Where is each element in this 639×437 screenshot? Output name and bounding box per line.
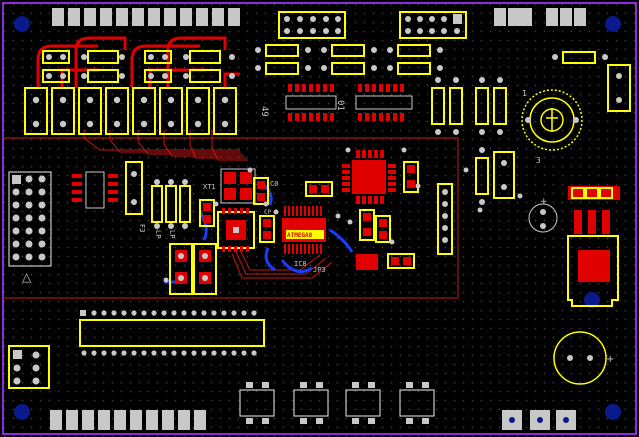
pin-header-grid[interactable] — [8, 171, 52, 267]
toroid-inductor[interactable] — [521, 89, 583, 151]
vertical-resistors-right[interactable] — [431, 64, 631, 199]
label-ic8: IC8 — [294, 260, 307, 268]
label-rot-49: 49 — [259, 106, 269, 117]
top-edge-connector[interactable] — [52, 8, 240, 26]
voltage-regulator[interactable] — [567, 186, 620, 307]
polarity-plus-1: + — [540, 197, 548, 207]
cap-group-lp-pads — [154, 179, 188, 229]
mount-hole-right[interactable] — [584, 292, 600, 308]
connector-row-left-pads — [32, 96, 229, 128]
tssop-chip-ic8[interactable] — [282, 206, 326, 254]
toroid-label-a: 1 — [522, 89, 527, 98]
ic-label-atmega: ATMEGA8 — [287, 232, 313, 239]
polarity-plus-2: + — [606, 354, 614, 365]
mount-hole-tl[interactable] — [14, 16, 30, 32]
mount-holes[interactable] — [14, 16, 621, 420]
label-rot-01: 01 — [335, 100, 345, 111]
connector-bottom-left[interactable] — [8, 345, 50, 389]
soic-chip-2[interactable] — [355, 84, 413, 121]
smd-cap-c0[interactable] — [253, 177, 269, 205]
electrolytic-cap-large[interactable] — [553, 331, 607, 385]
label-f3: F3 — [138, 224, 146, 232]
resistor-array-top[interactable] — [265, 44, 596, 75]
resistor-array-top-pads — [255, 47, 608, 71]
top-right-connector[interactable] — [494, 8, 586, 26]
connector-row-left[interactable] — [24, 87, 237, 135]
smd-cap-cp[interactable] — [259, 215, 275, 243]
electrolytic-cap-small[interactable] — [528, 203, 558, 233]
crystal-xt1[interactable] — [220, 168, 256, 204]
vias — [163, 147, 523, 283]
toroid-label-b: 3 — [536, 156, 541, 165]
vertical-resistors-right-pads — [435, 73, 622, 205]
label-lp-2: LP — [168, 230, 176, 238]
label-cp: CP — [264, 209, 272, 216]
terminal-block[interactable] — [502, 410, 576, 430]
header-connector-a[interactable] — [278, 11, 346, 39]
triangle-marker: △ — [22, 270, 32, 284]
resistor-array-left-pads — [46, 54, 235, 79]
bottom-edge-connector[interactable] — [50, 410, 206, 430]
mount-hole-tr[interactable] — [605, 16, 621, 32]
pushbuttons[interactable] — [239, 382, 435, 424]
soic-chip-1[interactable] — [285, 84, 337, 121]
mount-hole-br[interactable] — [605, 404, 621, 420]
sip-header-vertical[interactable] — [437, 183, 453, 255]
smd-parts-misc[interactable] — [305, 161, 419, 270]
label-c0: C0 — [270, 180, 278, 188]
smd-cap-left[interactable] — [199, 199, 215, 227]
mount-hole-bl[interactable] — [14, 404, 30, 420]
cap-vertical-1[interactable] — [125, 161, 143, 215]
soic-chip-3[interactable] — [72, 171, 118, 209]
qfp-chip[interactable] — [342, 150, 396, 204]
resistor-array-left[interactable] — [42, 50, 221, 83]
inner-region-outline — [3, 137, 459, 299]
cap-group-lp[interactable] — [151, 185, 191, 223]
jumper-block[interactable] — [169, 243, 217, 295]
qfn-chip[interactable] — [217, 208, 255, 252]
label-jp3: JP3 — [313, 266, 326, 274]
dip-chip-bottom[interactable] — [79, 310, 265, 356]
label-lp-1: LP — [154, 230, 162, 238]
label-xt1: XT1 — [203, 183, 216, 191]
header-connector-b[interactable] — [399, 11, 467, 39]
